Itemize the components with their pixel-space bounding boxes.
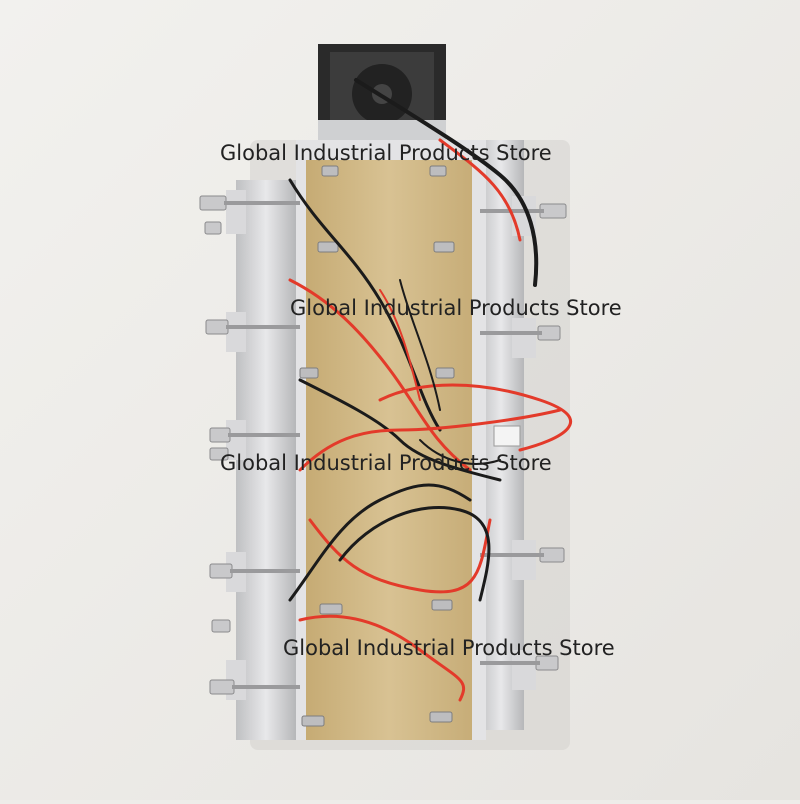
store-watermark: Global Industrial Products Store — [283, 636, 615, 660]
store-watermark: Global Industrial Products Store — [220, 451, 552, 475]
left-heatsink — [226, 180, 296, 740]
threaded-rods-left — [224, 201, 300, 689]
bolts-right — [535, 203, 567, 671]
store-watermark: Global Industrial Products Store — [290, 296, 622, 320]
fan — [318, 44, 446, 142]
board-screws — [299, 165, 455, 727]
bolts-left — [199, 195, 235, 695]
connector — [493, 425, 521, 447]
wires — [288, 78, 573, 702]
circuit-board — [296, 140, 486, 740]
store-watermark: Global Industrial Products Store — [220, 141, 552, 165]
threaded-rods-right — [480, 209, 544, 665]
